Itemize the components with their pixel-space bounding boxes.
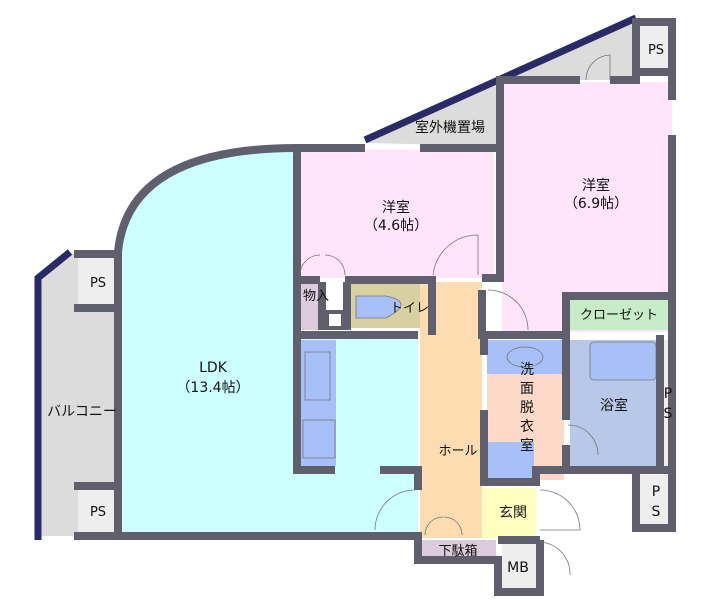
balcony-label: バルコニー bbox=[47, 404, 117, 420]
entrance bbox=[482, 488, 536, 538]
ps-label: PS bbox=[90, 276, 106, 291]
ps-label: PS bbox=[648, 43, 664, 58]
balcony-edge bbox=[34, 249, 73, 540]
washbasin-area bbox=[487, 340, 564, 374]
washbasin-icon bbox=[506, 346, 544, 368]
washroom-label: 洗 面 脱 衣 室 bbox=[520, 362, 534, 454]
ps-left-bottom bbox=[78, 486, 118, 536]
toilet-fixture-icon bbox=[355, 295, 402, 319]
ps-label-p: P bbox=[652, 484, 660, 500]
ps-vertical-p: P bbox=[664, 386, 672, 402]
washroom-char: 脱 bbox=[520, 400, 534, 416]
balcony bbox=[40, 254, 118, 536]
bath-label: 浴室 bbox=[600, 397, 628, 414]
bathtub-icon bbox=[589, 341, 657, 381]
outdoor-unit-label: 室外機置場 bbox=[415, 119, 485, 136]
shoe-cabinet-label: 下駄箱 bbox=[438, 543, 477, 559]
stove-icon bbox=[302, 419, 336, 459]
walls bbox=[74, 18, 676, 596]
mb-label: MB bbox=[507, 560, 529, 576]
closet-label: クローゼット bbox=[580, 308, 658, 323]
storage-label: 物入 bbox=[303, 289, 329, 304]
door-swings bbox=[299, 54, 611, 576]
washroom-char: 室 bbox=[520, 437, 534, 454]
washing-machine-area bbox=[487, 442, 534, 480]
washroom-char: 衣 bbox=[520, 419, 534, 435]
ps-label: PS bbox=[90, 505, 106, 520]
western-room-small bbox=[298, 150, 494, 278]
ps-top-right bbox=[640, 26, 672, 72]
storage bbox=[300, 282, 320, 330]
ldk-label: LDK bbox=[199, 360, 228, 376]
toilet-label: トイレ bbox=[390, 301, 429, 316]
ps-vertical-s: S bbox=[664, 406, 673, 422]
washroom-char: 面 bbox=[520, 381, 534, 397]
western-room-large bbox=[502, 82, 672, 332]
closet bbox=[570, 296, 670, 330]
shoe-cabinet bbox=[420, 540, 496, 560]
western-small-label: 洋室 bbox=[382, 199, 410, 216]
ps-label-s: S bbox=[652, 504, 661, 520]
meter-box bbox=[502, 542, 538, 590]
western-large-size: （6.9帖） bbox=[564, 196, 628, 212]
ps-right-bottom bbox=[640, 475, 672, 525]
sink-icon bbox=[304, 351, 331, 401]
western-small-size: （4.6帖） bbox=[364, 218, 428, 234]
ldk-room bbox=[120, 150, 418, 536]
pipe-shaft-small bbox=[325, 310, 345, 330]
washroom-char: 洗 bbox=[520, 362, 534, 378]
entrance-label: 玄関 bbox=[499, 504, 527, 521]
ps-left-top bbox=[78, 258, 118, 308]
hall-label: ホール bbox=[438, 444, 477, 459]
ldk-size: （13.4帖） bbox=[176, 380, 249, 396]
western-large-label: 洋室 bbox=[582, 177, 610, 194]
